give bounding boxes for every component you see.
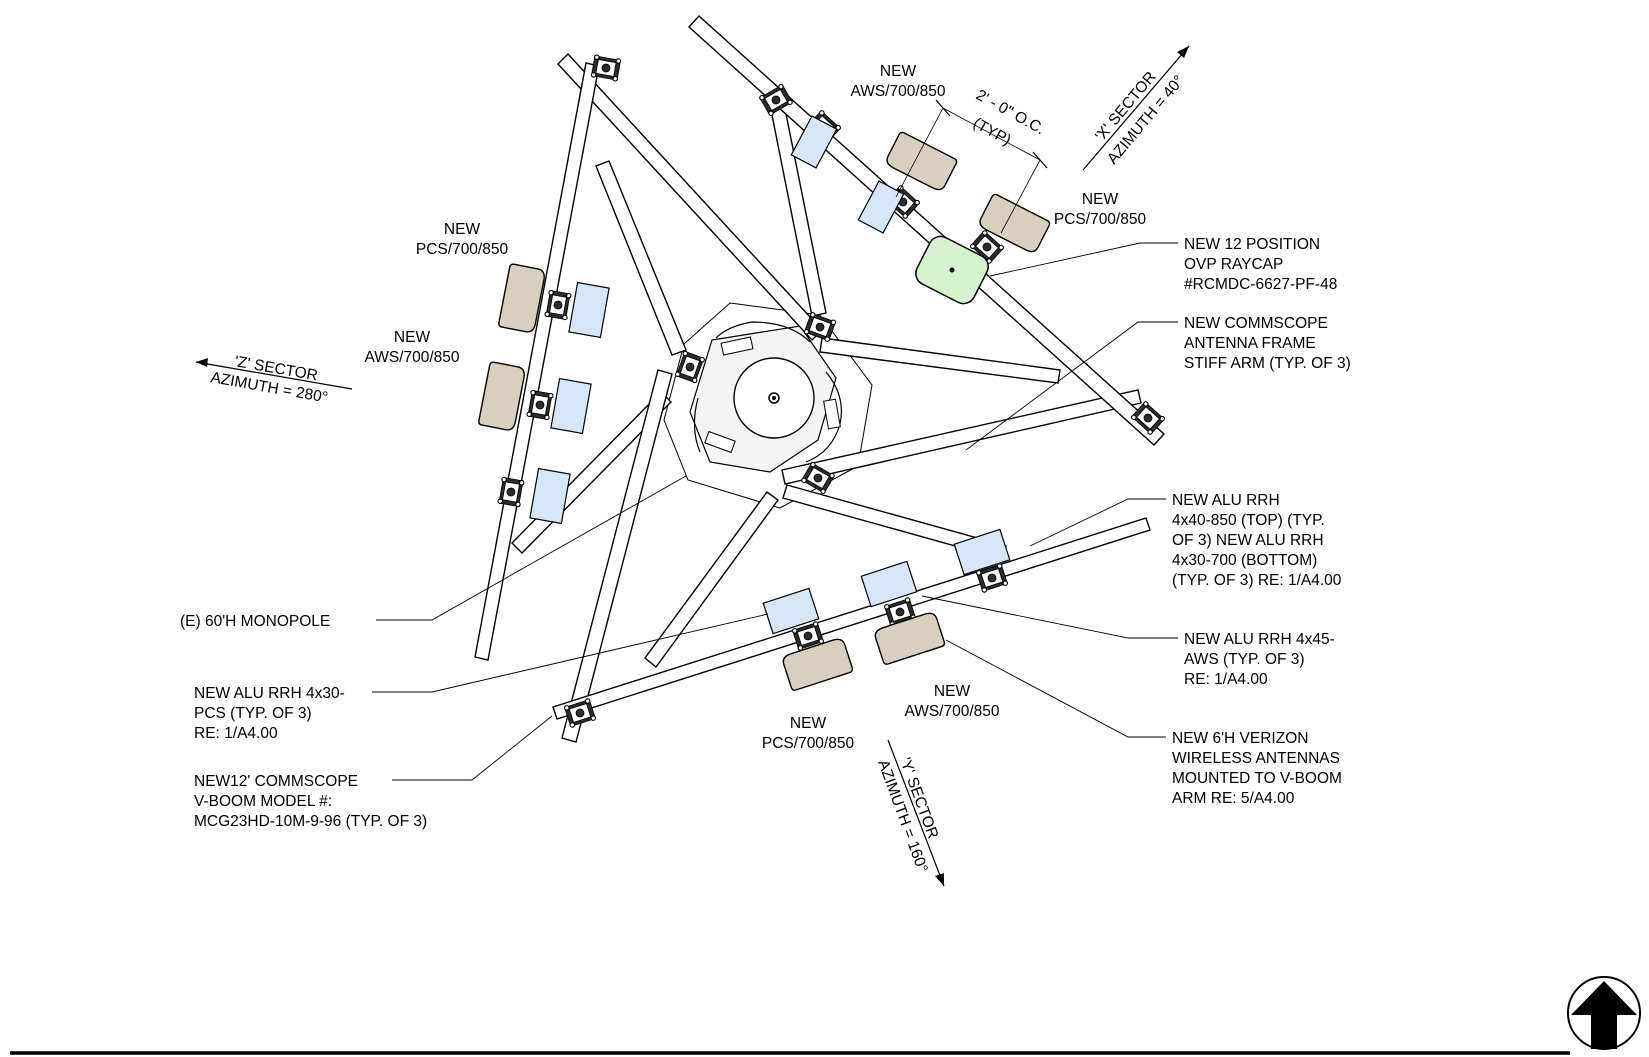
svg-text:RE: 1/A4.00: RE: 1/A4.00: [1184, 671, 1268, 688]
arrow-head-icon: [935, 873, 944, 886]
svg-text:NEW COMMSCOPE: NEW COMMSCOPE: [1184, 315, 1328, 332]
callout-verizon-antennas: NEW 6'H VERIZON WIRELESS ANTENNAS MOUNTE…: [1172, 730, 1342, 807]
svg-text:#RCMDC-6627-PF-48: #RCMDC-6627-PF-48: [1184, 276, 1337, 293]
arrow-head-icon: [196, 358, 208, 367]
vboom-y: [552, 517, 1151, 720]
svg-text:V-BOOM MODEL #:: V-BOOM MODEL #:: [194, 793, 332, 810]
antenna-label-y-aws: NEW AWS/700/850: [904, 683, 999, 720]
svg-text:(E) 60'H MONOPOLE: (E) 60'H MONOPOLE: [180, 613, 330, 630]
callout-rrh-pcs: NEW ALU RRH 4x30- PCS (TYP. OF 3) RE: 1/…: [194, 685, 345, 742]
svg-text:NEW 6'H VERIZON: NEW 6'H VERIZON: [1172, 730, 1308, 747]
callout-monopole: (E) 60'H MONOPOLE: [180, 613, 330, 630]
svg-text:WIRELESS ANTENNAS: WIRELESS ANTENNAS: [1172, 750, 1340, 767]
svg-text:MCG23HD-10M-9-96 (TYP. OF 3): MCG23HD-10M-9-96 (TYP. OF 3): [194, 813, 427, 830]
monopole-shaft: [733, 357, 815, 439]
rrh-units: [529, 115, 1011, 635]
antenna-label-y-pcs: NEW PCS/700/850: [762, 715, 855, 752]
svg-text:NEW: NEW: [394, 329, 431, 346]
sector-x-azimuth: 'X' SECTOR AZIMUTH = 40°: [1082, 45, 1190, 171]
vboom-z: [474, 62, 600, 661]
svg-text:PCS/700/850: PCS/700/850: [416, 241, 509, 258]
antennas-x-sector: [886, 131, 1051, 253]
svg-text:PCS/700/850: PCS/700/850: [762, 735, 855, 752]
callout-rrh-850-700: NEW ALU RRH 4x40-850 (TOP) (TYP. OF 3) N…: [1172, 492, 1342, 589]
antenna-label-z-aws: NEW AWS/700/850: [364, 329, 459, 366]
svg-text:NEW12' COMMSCOPE: NEW12' COMMSCOPE: [194, 773, 358, 790]
svg-text:MOUNTED TO V-BOOM: MOUNTED TO V-BOOM: [1172, 770, 1342, 787]
svg-text:4x30-700 (BOTTOM): 4x30-700 (BOTTOM): [1172, 552, 1317, 569]
svg-text:AWS/700/850: AWS/700/850: [904, 703, 999, 720]
svg-text:NEW 12 POSITION: NEW 12 POSITION: [1184, 236, 1320, 253]
svg-text:PCS/700/850: PCS/700/850: [1054, 211, 1147, 228]
svg-text:STIFF ARM (TYP. OF 3): STIFF ARM (TYP. OF 3): [1184, 355, 1351, 372]
sector-z-azimuth: 'Z' SECTOR AZIMUTH = 280°: [195, 353, 353, 407]
svg-text:NEW ALU RRH: NEW ALU RRH: [1172, 492, 1280, 509]
svg-text:OF 3) NEW ALU RRH: OF 3) NEW ALU RRH: [1172, 532, 1324, 549]
svg-text:AWS (TYP. OF 3): AWS (TYP. OF 3): [1184, 651, 1305, 668]
callout-ovp: NEW 12 POSITION OVP RAYCAP #RCMDC-6627-P…: [1184, 236, 1337, 293]
svg-text:PCS (TYP. OF 3): PCS (TYP. OF 3): [194, 705, 312, 722]
svg-text:4x40-850 (TOP) (TYP.: 4x40-850 (TOP) (TYP.: [1172, 512, 1325, 529]
svg-text:RE: 1/A4.00: RE: 1/A4.00: [194, 725, 278, 742]
arrow-head-icon: [1177, 46, 1189, 58]
svg-text:AWS/700/850: AWS/700/850: [364, 349, 459, 366]
antennas-y-sector: [782, 612, 946, 691]
antenna-label-x-aws: NEW AWS/700/850: [850, 63, 945, 100]
antennas-z-sector: [478, 263, 545, 431]
svg-text:(TYP. OF 3) RE: 1/A4.00: (TYP. OF 3) RE: 1/A4.00: [1172, 572, 1342, 589]
callout-stiff-arm: NEW COMMSCOPE ANTENNA FRAME STIFF ARM (T…: [1184, 315, 1351, 372]
antenna-label-x-pcs: NEW PCS/700/850: [1054, 191, 1147, 228]
svg-text:NEW: NEW: [1082, 191, 1119, 208]
callout-rrh-aws: NEW ALU RRH 4x45- AWS (TYP. OF 3) RE: 1/…: [1184, 631, 1335, 688]
svg-text:ARM RE: 5/A4.00: ARM RE: 5/A4.00: [1172, 790, 1295, 807]
north-arrow-icon: [1567, 976, 1641, 1050]
svg-text:NEW: NEW: [880, 63, 917, 80]
svg-text:OVP RAYCAP: OVP RAYCAP: [1184, 256, 1283, 273]
svg-text:NEW: NEW: [790, 715, 827, 732]
callout-leaders: [372, 242, 1178, 781]
svg-text:NEW ALU RRH 4x30-: NEW ALU RRH 4x30-: [194, 685, 345, 702]
svg-text:AWS/700/850: AWS/700/850: [850, 83, 945, 100]
svg-text:NEW ALU RRH 4x45-: NEW ALU RRH 4x45-: [1184, 631, 1335, 648]
svg-text:ANTENNA FRAME: ANTENNA FRAME: [1184, 335, 1316, 352]
sector-y-azimuth: 'Y' SECTOR AZIMUTH = 160°: [874, 739, 945, 887]
ovp-raycap: [915, 235, 989, 305]
svg-text:NEW: NEW: [444, 221, 481, 238]
svg-text:NEW: NEW: [934, 683, 971, 700]
callout-vboom: NEW12' COMMSCOPE V-BOOM MODEL #: MCG23HD…: [194, 773, 427, 830]
stiff-arms: [557, 52, 1142, 743]
antenna-label-z-pcs: NEW PCS/700/850: [416, 221, 509, 258]
